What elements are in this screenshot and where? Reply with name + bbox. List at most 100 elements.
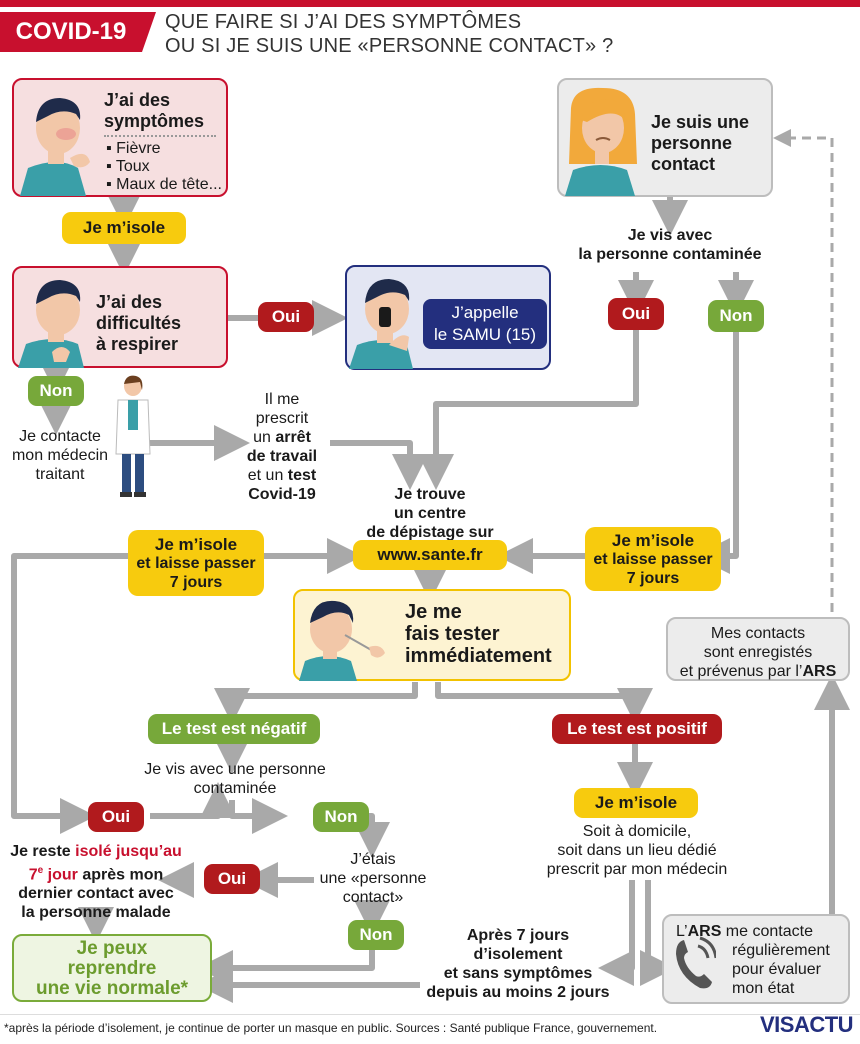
website-link[interactable]: www.sante.fr [353,540,507,570]
live-with-line2: la personne contaminée [578,246,762,263]
isolate-7days-left-line2: et laisse passer [136,554,256,572]
symptom-item: ▪ Fièvre [106,140,161,157]
isolate-7days-right: Je m’isole et laisse passer 7 jours [585,527,721,591]
ars-call-line3: pour évaluer [732,961,821,978]
contact-person-line2: personne [651,133,733,153]
ars-call-b: ARS [687,923,722,940]
after7-line2: d’isolement [473,946,563,963]
non-pill-was-contact: Non [313,802,369,832]
ars-contacts-line3-a: et prévenus par l’ [679,663,803,680]
contact-person-box: Je suis une personne contact [557,78,773,197]
oui-pill-samu: Oui [258,302,314,332]
test-center-line2: un centre [393,505,466,522]
prescription-line3: un arrêt [232,428,332,447]
contact-person-line1: Je suis une [651,112,750,132]
nasal-swab-icon [299,600,385,681]
live-with-2-text: Je vis avec une personne contaminée [120,760,350,798]
symptom-item-label: Maux de tête... [116,176,222,193]
isolate-7days-right-line2: et laisse passer [593,550,713,568]
contact-doctor-line3: traitant [35,466,85,483]
live-with-2-line1: Je vis avec une personne [144,761,326,778]
non-pill-doctor: Non [28,376,84,406]
page-title-line2: OU SI JE SUIS UNE «PERSONNE CONTACT» ? [165,35,614,57]
isolate-7days-right-line1: Je m’isole [611,530,695,550]
prescription-line6: Covid-19 [248,486,316,503]
get-tested-text: Je me fais tester immédiatement [405,601,552,667]
non-pill-contact: Non [708,300,764,332]
footer-note: *après la période d’isolement, je contin… [4,1021,658,1035]
ars-call-box: L’ARS me contacte régulièrement pour éva… [662,914,850,1004]
contact-person-text: Je suis une personne contact [651,112,749,175]
resume-life-text: Je peux reprendre une vie normale* [14,939,210,999]
header-accent-bar [0,0,860,7]
doctor-icon [115,375,151,497]
symptom-item: ▪ Maux de tête... [106,176,222,193]
samu-line2: le SAMU (15) [433,325,537,344]
visactu-logo: VISACTU [760,1012,854,1037]
resume-life-box: Je peux reprendre une vie normale* [12,934,212,1002]
was-contact-text: J’étais une «personne contact» [308,850,438,907]
breathless-man-icon [18,280,84,368]
stay-isolated-d: jour [43,866,78,884]
ars-contacts-line2: sont enregistés [703,644,813,661]
stay-isolated-line3: dernier contact avec [18,885,174,903]
samu-line1: J’appelle [451,303,519,322]
negative-result-pill: Le test est négatif [148,714,320,744]
covid-tag: COVID-19 [0,12,142,52]
was-contact-line1: J’étais [350,851,396,868]
test-center-text: Je trouve un centre de dépistage sur [340,485,520,542]
live-with-line1: Je vis avec [627,227,713,244]
ars-call-a: L’ [676,923,688,940]
isolate-7days-left: Je m’isole et laisse passer 7 jours [128,530,264,596]
oui-pill-was-contact: Oui [204,864,260,894]
stay-isolated-e: après mon [77,866,164,884]
isolation-place-text: Soit à domicile, soit dans un lieu dédié… [520,822,754,879]
isolate-7days-right-line3: 7 jours [626,569,680,587]
contact-doctor-line2: mon médecin [11,447,109,464]
after-7-days-text: Après 7 jours d’isolement et sans symptô… [420,926,616,1002]
stay-isolated-line2: 7e jour après mon [4,861,188,884]
prescription-line3-a: un [253,429,276,446]
prescription-line2: prescrit [255,410,309,427]
breathing-line1: J’ai des [96,292,163,312]
positive-result-pill: Le test est positif [552,714,722,744]
ars-call-line4: mon état [732,980,795,997]
ars-contacts-line3: et prévenus par l’ARS [668,662,848,681]
isolate-pill-2: Je m’isole [574,788,698,818]
get-tested-line2: fais tester [405,623,500,645]
symptoms-title: J’ai des symptômes [104,90,204,132]
was-contact-line2: une «personne [319,870,427,887]
ars-call-text: L’ARS me contacte régulièrement pour éva… [676,922,846,998]
prescription-line5: et un test [232,466,332,485]
symptoms-divider [104,135,216,137]
contact-doctor-text: Je contacte mon médecin traitant [4,427,116,484]
symptoms-list: ▪ Fièvre ▪ Toux ▪ Maux de tête... [106,140,222,194]
isolation-place-line2: soit dans un lieu dédié [557,842,717,859]
samu-box: J’appelle le SAMU (15) [345,265,551,370]
stay-isolated-c: 7 [28,866,38,884]
isolation-place-line3: prescrit par mon médecin [546,861,728,878]
ars-contacts-line1: Mes contacts [710,625,806,642]
coughing-man-icon [20,98,90,196]
live-with-text: Je vis avec la personne contaminée [560,226,780,264]
isolate-7days-left-line1: Je m’isole [154,534,238,554]
ars-contacts-text: Mes contacts sont enregistés et prévenus… [668,624,848,681]
symptom-item: ▪ Toux [106,158,150,175]
resume-line1: Je peux [76,938,148,959]
prescription-line1: Il me [264,391,300,408]
stay-isolated-line4: la personne malade [21,904,171,922]
breathing-text: J’ai des difficultés à respirer [96,292,181,355]
after7-line4: depuis au moins 2 jours [426,984,610,1001]
isolate-7days-left-line3: 7 jours [169,573,223,591]
samu-call-label: J’appelle le SAMU (15) [423,299,547,349]
get-tested-line3: immédiatement [405,645,552,667]
stay-isolated-line1: Je reste isolé jusqu’au [4,842,188,861]
contact-doctor-line1: Je contacte [19,428,101,445]
prescription-text: Il me prescrit un arrêt de travail et un… [232,390,332,504]
test-center-line3: de dépistage sur [366,524,494,541]
after7-line1: Après 7 jours [466,927,570,944]
symptom-item-label: Fièvre [116,140,161,157]
ars-contacts-line3-b: ARS [802,663,837,680]
stay-isolated-a: Je reste [10,843,76,860]
